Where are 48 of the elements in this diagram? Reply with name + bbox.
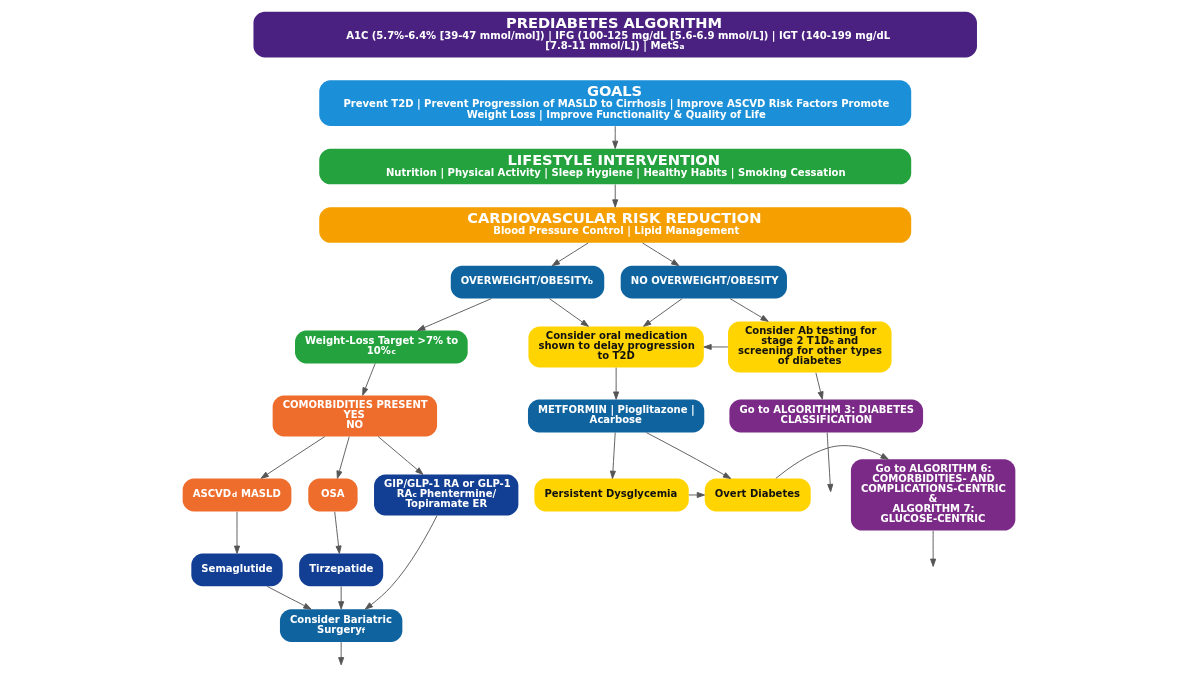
node-box: Weight-Loss Target >7% to 10%c <box>295 330 468 364</box>
arrow <box>377 436 424 475</box>
arrow <box>266 585 312 610</box>
arrow <box>612 125 619 149</box>
arrow <box>642 242 680 267</box>
arrow <box>234 511 241 554</box>
node-box: OSA <box>308 478 358 512</box>
node-box: Go to ALGORITHM 6: COMORBIDITIES- AND COMPLICATIONS-CENTRIC & ALGORITHM 7: GLUCOSE-CENTRIC <box>850 459 1016 531</box>
node-box: COMORBIDITIES PRESENT YES NO <box>272 395 438 437</box>
arrow <box>688 491 705 498</box>
node-box: Consider oral medication shown to delay progression to T2D <box>528 326 704 368</box>
node-box: Semaglutide <box>191 553 283 587</box>
arrow <box>613 367 620 400</box>
arrow <box>338 641 345 666</box>
arrow <box>826 432 834 493</box>
arrow <box>362 363 376 396</box>
arrow <box>334 511 342 554</box>
arrow <box>364 515 438 610</box>
arrow <box>338 585 345 610</box>
arrow <box>417 298 492 331</box>
node-box: ASCVDd MASLD <box>182 478 292 512</box>
arrow <box>775 445 889 479</box>
arrow <box>551 242 589 267</box>
node-box: METFORMIN | Pioglitazone | Acarbose <box>527 399 705 433</box>
arrow <box>612 184 619 208</box>
node-box: NO OVERWEIGHT/OBESITY <box>620 265 787 299</box>
node-box: CARDIOVASCULAR RISK REDUCTION Blood Pressure Control | Lipid Management <box>319 207 912 243</box>
arrow <box>548 298 589 327</box>
arrow <box>815 372 824 400</box>
arrow <box>930 530 937 567</box>
arrow <box>609 432 616 479</box>
node-box: LIFESTYLE INTERVENTION Nutrition | Physical Activity | Sleep Hygiene | Healthy Habits | Smoking Cessation <box>319 148 912 185</box>
arrow <box>643 298 683 327</box>
arrow <box>336 436 350 479</box>
node-box: Overt Diabetes <box>704 478 811 512</box>
node-box: PREDIABETES ALGORITHM A1C (5.7%-6.4% [39-47 mmol/mol]) | IFG (100-125 mg/dL [5.6-6.9 mmol/L]) | IGT (140-199 mg/dL [7.8-11 mmol/L]) | MetSa <box>253 11 977 58</box>
arrow <box>260 436 326 479</box>
node-box: Persistent Dysglycemia <box>534 478 689 512</box>
arrow <box>645 432 732 479</box>
node-box: Consider Bariatric Surgeryf <box>279 609 403 643</box>
node-box: Go to ALGORITHM 3: DIABETES CLASSIFICATION <box>729 399 924 433</box>
node-box: Tirzepatide <box>299 553 384 587</box>
node-box: GOALS Prevent T2D | Prevent Progression of MASLD to Cirrhosis | Improve ASCVD Risk Factors Promote Weight Loss | Improve Functionality & Quality of Life <box>319 80 912 126</box>
arrow <box>729 298 769 322</box>
node-box: Consider Ab testing for stage 2 T1De and screening for other types of diabetes <box>728 321 892 373</box>
arrow <box>703 343 729 350</box>
node-box: GIP/GLP-1 RA or GLP-1 RAc Phentermine/ Topiramate ER <box>374 474 519 516</box>
node-box: OVERWEIGHT/OBESITYb <box>450 265 605 299</box>
